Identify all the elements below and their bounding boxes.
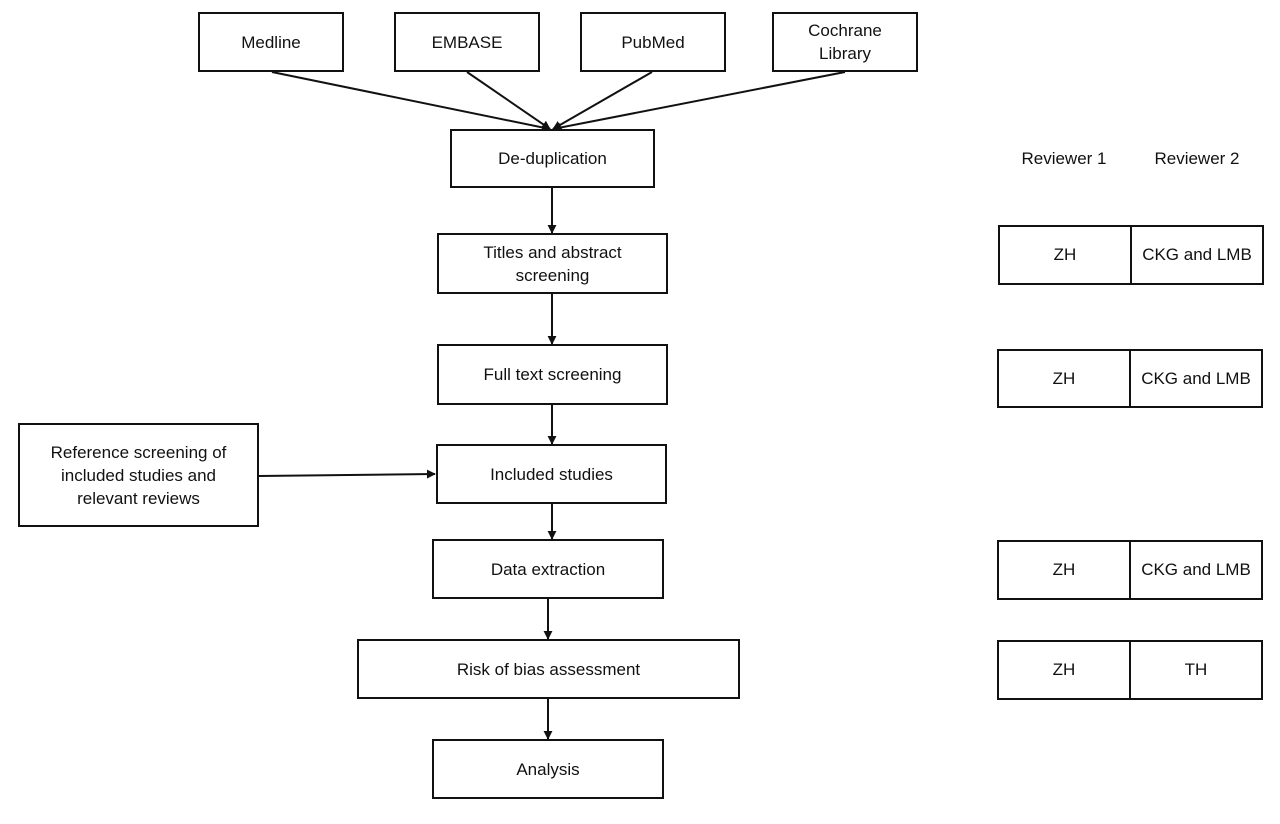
- reviewer-row-risk-of-bias: ZH TH: [997, 640, 1263, 700]
- reviewer-2-header: Reviewer 2: [1154, 149, 1240, 168]
- reviewer-row-full-text: ZH CKG and LMB: [997, 349, 1263, 408]
- arrow-pubmed-to-dedup: [552, 71, 653, 130]
- step-titles-abstract: Titles and abstract screening: [437, 233, 668, 294]
- source-medline: Medline: [198, 12, 344, 72]
- arrow-medline-to-dedup: [271, 71, 551, 132]
- reviewer-row-titles: ZH CKG and LMB: [998, 225, 1264, 285]
- reference-screening-box: Reference screening of included studies …: [18, 423, 259, 527]
- reviewer-1-cell: ZH: [999, 351, 1131, 406]
- reviewer-row-data-extraction: ZH CKG and LMB: [997, 540, 1263, 600]
- source-cochrane-label: Cochrane Library: [808, 21, 882, 63]
- step-deduplication-label: De-duplication: [498, 149, 607, 168]
- step-titles-abstract-label: Titles and abstract screening: [483, 242, 622, 285]
- step-included-studies-label: Included studies: [490, 464, 613, 484]
- step-risk-of-bias-label: Risk of bias assessment: [456, 659, 641, 679]
- source-cochrane: Cochrane Library: [772, 12, 918, 72]
- arrow-cochrane-to-dedup: [552, 71, 846, 132]
- source-pubmed-label: PubMed: [621, 32, 685, 52]
- step-analysis: Analysis: [432, 739, 664, 799]
- step-data-extraction-label: Data extraction: [490, 559, 606, 579]
- reviewer-1-cell: ZH: [1000, 227, 1132, 283]
- reviewer-1-cell: ZH: [999, 542, 1131, 598]
- source-embase: EMBASE: [394, 12, 540, 72]
- step-risk-of-bias: Risk of bias assessment: [357, 639, 740, 699]
- source-medline-label: Medline: [241, 32, 301, 52]
- step-full-text: Full text screening: [437, 344, 668, 405]
- reviewer-2-cell: CKG and LMB: [1142, 245, 1252, 264]
- step-full-text-label: Full text screening: [483, 365, 622, 384]
- step-analysis-label: Analysis: [516, 759, 580, 779]
- reviewer-2-cell: CKG and LMB: [1141, 368, 1251, 388]
- arrow-embase-to-dedup: [466, 71, 551, 130]
- reference-screening-label: Reference screening of included studies …: [50, 442, 227, 508]
- step-included-studies: Included studies: [436, 444, 667, 504]
- step-data-extraction: Data extraction: [432, 539, 664, 599]
- arrow-reference-to-included: [258, 469, 436, 479]
- reviewer-1-cell: ZH: [999, 642, 1131, 698]
- source-pubmed: PubMed: [580, 12, 726, 72]
- reviewer-2-cell: CKG and LMB: [1141, 560, 1251, 579]
- reviewer-1-header: Reviewer 1: [1021, 149, 1107, 168]
- step-deduplication: De-duplication: [450, 129, 655, 188]
- source-embase-label: EMBASE: [431, 32, 503, 52]
- reviewer-2-cell: TH: [1184, 660, 1208, 679]
